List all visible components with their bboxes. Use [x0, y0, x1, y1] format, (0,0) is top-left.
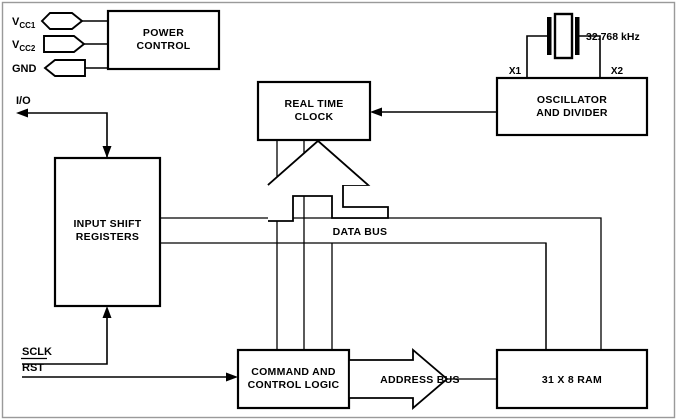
block-label-rtc-line1: REAL TIME [284, 98, 343, 110]
address-bus-label: ADDRESS BUS [380, 374, 460, 386]
wire-crystal-to-x2 [579, 35, 601, 78]
wire-crystal-to-x1 [526, 35, 547, 78]
block-real-time-clock[interactable] [256, 80, 372, 142]
pin-label-io: I/O [16, 95, 31, 107]
data-bus-rail-upper [160, 217, 602, 350]
data-bus-arrow-head-to-rtc [267, 139, 369, 186]
block-power-control[interactable] [106, 9, 221, 71]
block-label-input-shift-line2: REGISTERS [76, 231, 139, 243]
pin-label-sclk: SCLK [22, 346, 52, 358]
arrowhead-io-in [102, 146, 112, 158]
crystal-terminal-x2-label: X2 [611, 66, 624, 77]
crystal-body [553, 12, 574, 60]
arrowhead-io-out [16, 108, 28, 118]
pin-label-vcc2: VCC2 [12, 39, 36, 53]
data-bus-rail-lower [160, 242, 547, 350]
block-31x8-ram[interactable] [495, 348, 649, 410]
block-command-and-control-logic[interactable] [236, 348, 351, 410]
crystal-terminal-x1-label: X1 [509, 66, 522, 77]
crystal-plate-left [547, 17, 552, 55]
wire-sclk [22, 316, 108, 365]
block-label-power-control-line2: CONTROL [136, 40, 190, 52]
block-label-power-control-line1: POWER [143, 27, 184, 39]
block-label-oscillator-line1: OSCILLATOR [537, 94, 607, 106]
block-label-input-shift-line1: INPUT SHIFT [73, 218, 141, 230]
data-bus-label-backdrop [322, 224, 398, 238]
pin-shape-gnd [43, 59, 86, 77]
arrowhead-sclk-in [102, 306, 112, 318]
pin-label-gnd: GND [12, 63, 37, 75]
pin-shape-vcc1 [40, 12, 84, 30]
crystal-frequency-label: 32.768 kHz [586, 31, 640, 43]
pin-label-rst: RST [22, 362, 44, 374]
arrowhead-oscillator-to-rtc [370, 107, 382, 117]
crystal-plate-right [575, 17, 580, 55]
block-label-oscillator-line2: AND DIVIDER [536, 107, 608, 119]
block-oscillator-and-divider[interactable] [495, 76, 649, 137]
block-label-ram: 31 X 8 RAM [542, 374, 602, 386]
block-input-shift-registers[interactable] [53, 156, 162, 308]
block-label-rtc-line2: CLOCK [295, 111, 334, 123]
pin-shape-vcc2 [43, 35, 86, 53]
data-bus-label: DATA BUS [333, 226, 388, 238]
wire-io-bus [26, 112, 108, 158]
pin-label-vcc1: VCC1 [12, 16, 36, 30]
block-label-command-logic-line2: CONTROL LOGIC [248, 379, 340, 391]
address-bus-arrow [348, 348, 449, 410]
arrowhead-rst-in [226, 372, 238, 382]
block-label-command-logic-line1: COMMAND AND [251, 366, 336, 378]
